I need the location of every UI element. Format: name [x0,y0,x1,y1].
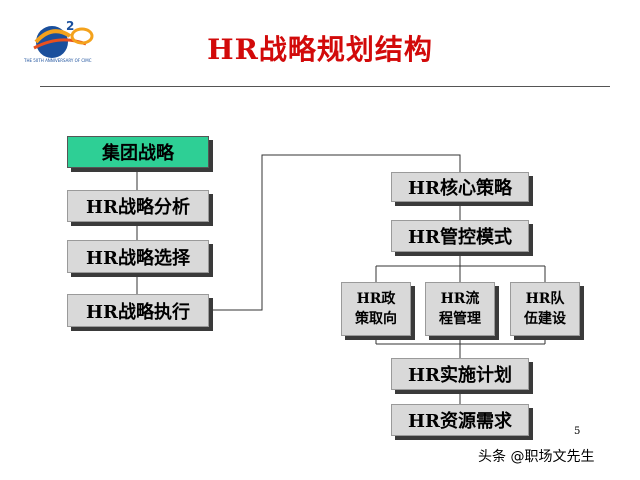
page-title: HR战略规划结构 [207,33,433,66]
logo-caption: THE 50TH ANNIVERSARY OF CIMC [24,58,92,63]
svg-text:2: 2 [66,19,74,33]
hr-team-box: HR队 伍建设 [510,282,580,336]
company-logo: 2 [33,19,94,58]
hr-strategy-selection-box: HR战略选择 [67,240,209,273]
hr-implementation-plan-box: HR实施计划 [391,358,529,390]
hr-control-mode-box: HR管控模式 [391,220,529,252]
hr-core-strategy-box: HR核心策略 [391,172,529,202]
hr-strategy-execution-box: HR战略执行 [67,294,209,327]
hr-resource-demand-box: HR资源需求 [391,404,529,436]
group-strategy-box: 集团战略 [67,136,209,168]
hr-process-box: HR流 程管理 [425,282,495,336]
watermark: 头条 @职场文先生 [478,449,595,465]
hr-policy-box: HR政 策取向 [341,282,411,336]
header-divider [40,86,610,87]
page-number: 5 [574,426,581,437]
hr-strategy-analysis-box: HR战略分析 [67,190,209,222]
